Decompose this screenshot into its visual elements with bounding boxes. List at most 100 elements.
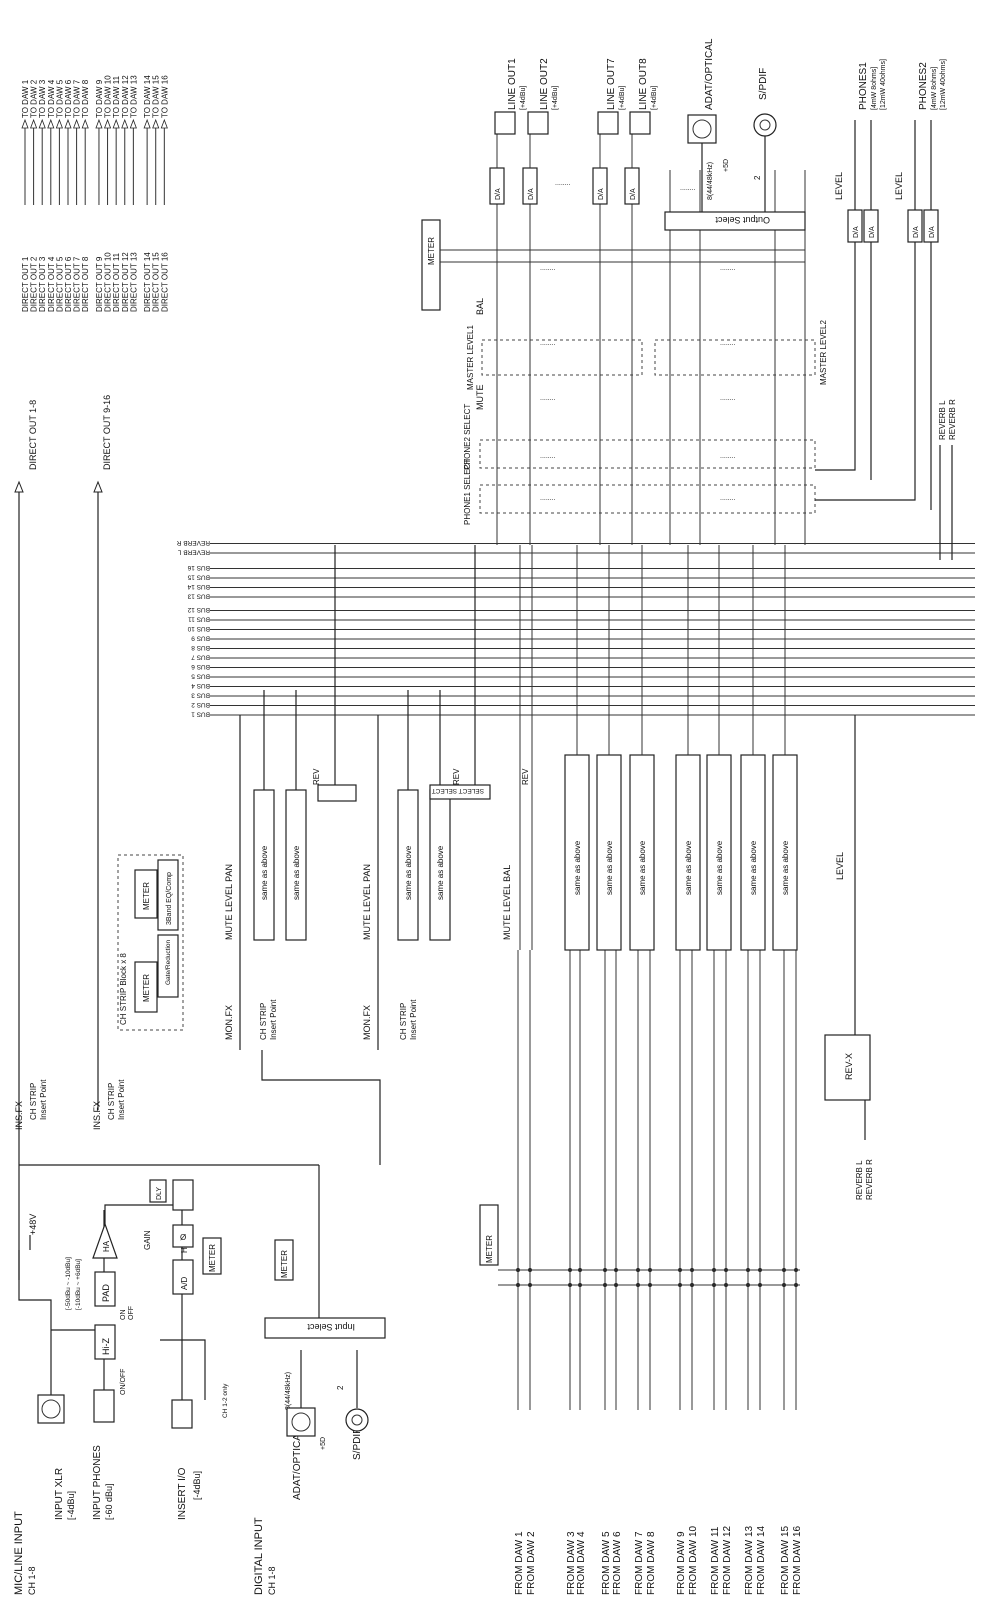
same-as-above-block <box>596 754 622 951</box>
same-as-above-text: same as above <box>749 840 758 895</box>
input-select-label: Input Select <box>307 1322 355 1332</box>
phones2-spec1: [4mW 8ohms] <box>931 67 938 110</box>
adat-optical-icon <box>286 1407 316 1437</box>
continuation-dots: ........ <box>720 495 736 502</box>
to-daw-target: TO DAW 1 <box>21 79 30 118</box>
out-spdif-icon <box>753 113 777 137</box>
continuation-dots: ........ <box>540 395 556 402</box>
bus-label: BUS 5 <box>191 673 210 680</box>
phones2-da-l-label: D/A <box>913 226 920 238</box>
bus-label: BUS 12 <box>187 606 210 613</box>
continuation-dots: ........ <box>540 340 556 347</box>
reverb-level-label: LEVEL <box>835 852 845 880</box>
reverb-section: LEVEL REV-X REVERB L REVERB R REVERB L R… <box>824 399 957 1200</box>
output-meter-label: METER <box>427 237 436 265</box>
line-out2-label: LINE OUT2 <box>539 58 550 110</box>
phones2-level-label: LEVEL <box>894 172 904 200</box>
ch-strip-label-2: CH STRIP <box>107 1083 116 1120</box>
from-daw-label: FROM DAW 16 <box>792 1525 803 1595</box>
line-out7-label: LINE OUT7 <box>606 58 617 110</box>
phone1-select-label: PHONE1 SELECT <box>463 459 472 525</box>
daw-meter-label: METER <box>485 1235 494 1263</box>
rev-label-3: REV <box>521 768 530 785</box>
out-spdif-ch: 2 <box>753 175 762 180</box>
bus-label: BUS 15 <box>187 574 210 581</box>
direct-out-source: DIRECT OUT 15 <box>152 252 161 312</box>
rev-label-1: REV <box>312 768 321 785</box>
phase-label: Ø <box>180 1233 186 1242</box>
mic-line-input-sub: CH 1-8 <box>27 1566 37 1595</box>
from-daw-label: FROM DAW 15 <box>780 1525 791 1595</box>
direct-out-source: DIRECT OUT 8 <box>81 256 90 312</box>
bus-label: BUS 4 <box>191 682 210 689</box>
bus-label: BUS 6 <box>191 663 210 670</box>
input-meter-label: METER <box>208 1244 217 1272</box>
arrow-head-icon <box>129 118 137 129</box>
line-out-jack-icon <box>527 111 549 135</box>
phase-block <box>172 1224 194 1248</box>
da-label: D/A <box>598 188 605 200</box>
arrow-head-icon <box>160 118 168 129</box>
input-xlr-label: INPUT XLR <box>54 1468 65 1520</box>
bus-label: BUS 9 <box>191 635 210 642</box>
line-out8-level: [+4dBu] <box>651 86 658 110</box>
da-label: D/A <box>495 188 502 200</box>
digital-power: +5D <box>320 1437 327 1450</box>
bus-label: BUS 3 <box>191 692 210 699</box>
ins-fx-label-1: INS.FX <box>14 1101 24 1130</box>
line-out1-label: LINE OUT1 <box>507 58 518 110</box>
digital-input-sub: CH 1-8 <box>267 1566 277 1595</box>
direct-out-source: DIRECT OUT 4 <box>47 256 56 312</box>
same-as-above-text: same as above <box>573 840 582 895</box>
to-daw-target: TO DAW 8 <box>81 79 90 118</box>
direct-out-source: DIRECT OUT 11 <box>112 252 121 312</box>
direct-out-source: DIRECT OUT 12 <box>121 252 130 312</box>
direct-out-source: DIRECT OUT 7 <box>73 256 82 312</box>
phone1-select-box <box>479 484 816 514</box>
line-out8-label: LINE OUT8 <box>638 58 649 110</box>
ha-label: HA <box>102 1240 111 1252</box>
arrow-head-icon <box>81 118 89 129</box>
digital-input-title: DIGITAL INPUT <box>253 1517 265 1595</box>
line-out-jack-icon <box>597 111 619 135</box>
bus-label: BUS 1 <box>191 711 210 718</box>
same-as-above-block <box>740 754 766 951</box>
direct-out-source: DIRECT OUT 16 <box>160 252 169 312</box>
ins-fx-label-2: INS.FX <box>92 1101 102 1130</box>
from-daw-label: FROM DAW 10 <box>688 1525 699 1595</box>
arrow-head-icon <box>103 118 112 129</box>
da-label: D/A <box>630 188 637 200</box>
mute-level-pan-label-1: MUTE LEVEL PAN <box>224 864 234 940</box>
from-daw-label: FROM DAW 14 <box>756 1525 767 1595</box>
to-daw-target: TO DAW 3 <box>38 79 47 118</box>
master-level2-label: MASTER LEVEL2 <box>819 320 828 385</box>
direct-out-9-16-label: DIRECT OUT 9-16 <box>102 395 112 470</box>
select-select-box <box>429 784 491 800</box>
ad-label: A/D <box>180 1276 189 1290</box>
line-out2-level: [+4dBu] <box>552 86 559 110</box>
same-as-above-block <box>629 754 655 951</box>
from-daw-label: FROM DAW 12 <box>722 1525 733 1595</box>
ins-fx-section: INS.FX CH STRIP Insert Point INS.FX CH S… <box>14 854 184 1130</box>
to-daw-target: TO DAW 16 <box>160 75 169 118</box>
phones1-level-label: LEVEL <box>834 172 844 200</box>
da-label: D/A <box>528 188 535 200</box>
arrow-head-icon <box>73 118 81 129</box>
arrow-head-icon <box>121 118 129 129</box>
out-adat-ch: 8(44/48kHz) <box>707 162 714 200</box>
arrow-head-icon <box>64 118 72 129</box>
ch-strip-block-label: CH STRIP Block x 8 <box>119 953 128 1025</box>
arrow-head-icon <box>47 118 55 129</box>
mic-line-input-title: MIC/LINE INPUT <box>13 1511 25 1595</box>
master-level1-label: MASTER LEVEL1 <box>466 325 475 390</box>
bus-label: REVERB R <box>176 539 210 546</box>
insert-io-label: INSERT I/O <box>177 1467 188 1520</box>
continuation-dots: ........ <box>540 265 556 272</box>
reverb-l-out-label: REVERB L <box>938 400 947 440</box>
arrow-head-icon <box>143 118 151 129</box>
phone2-select-box <box>479 439 816 469</box>
from-daw-label: FROM DAW 13 <box>744 1525 755 1595</box>
